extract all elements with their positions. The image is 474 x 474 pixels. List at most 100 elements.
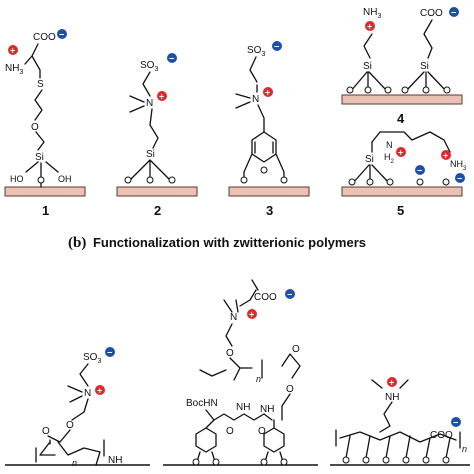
negative-charge-icon (415, 165, 425, 175)
coo-label: COO (430, 430, 453, 441)
compound-label-5: 5 (397, 203, 404, 218)
minus-sign: − (274, 42, 279, 52)
negative-charge-icon (451, 417, 461, 427)
structure-1: COO − + NH3 S O Si HO OH (5, 29, 72, 188)
minus-sign: − (287, 290, 292, 300)
positive-charge-icon (247, 309, 257, 319)
oxygen-label: O (66, 420, 74, 431)
surface-3 (228, 186, 310, 197)
coo-label: COO (420, 8, 443, 19)
n-subscript: n (462, 444, 467, 454)
silicon-label: Si (35, 152, 44, 163)
structure-2: − SO3 N + Si (124, 53, 177, 184)
negative-charge-icon (455, 173, 465, 183)
nitrogen-label: N (84, 388, 91, 399)
surface-4 (341, 94, 463, 105)
nitrogen-label: N (146, 98, 153, 109)
minus-sign: − (457, 174, 462, 184)
positive-charge-icon (387, 377, 397, 387)
boc-nh-label: BocHN (186, 398, 218, 409)
surface-1 (4, 186, 86, 197)
negative-charge-icon (285, 289, 295, 299)
polymer-right: + NH COO − n (335, 377, 467, 464)
nh3-label: NH3 (450, 159, 467, 172)
structure-5: Si N H2 + − + NH3 − (348, 131, 467, 186)
sulfur-label: S (37, 79, 44, 90)
oxygen-label: O (286, 384, 294, 395)
oxygen-label: O (258, 426, 266, 437)
plus-sign: + (398, 148, 403, 158)
plus-sign: + (249, 310, 254, 320)
positive-charge-icon (441, 150, 451, 160)
oxygen-label: O (226, 426, 234, 437)
negative-charge-icon (105, 347, 115, 357)
polymer-left: SO3 − N + O O NH n (35, 347, 122, 468)
silicon-label: Si (365, 154, 374, 165)
section-b-title: (b) Functionalization with zwitterionic … (68, 235, 366, 251)
minus-sign: − (59, 30, 64, 40)
negative-charge-icon (449, 7, 459, 17)
minus-sign: − (451, 8, 456, 18)
oxygen-label: O (42, 426, 50, 437)
plus-sign: + (10, 46, 15, 56)
positive-charge-icon (365, 21, 375, 31)
silicon-label: Si (146, 149, 155, 160)
catechol-ring-left (195, 427, 217, 453)
n-subscript: n (256, 374, 261, 384)
positive-charge-icon (157, 91, 167, 101)
plus-sign: + (159, 92, 164, 102)
oxygen-label: O (31, 122, 39, 133)
structure-4: NH3 + Si COO − Si (346, 7, 459, 94)
catechol-ring-right (263, 427, 285, 453)
minus-sign: − (417, 166, 422, 176)
so3-label: SO3 (140, 60, 158, 73)
compound-label-1: 1 (42, 203, 49, 218)
h2-label: H2 (384, 152, 395, 165)
negative-charge-icon (272, 41, 282, 51)
minus-sign: − (107, 348, 112, 358)
positive-charge-icon (263, 87, 273, 97)
nitrogen-label: N (230, 312, 237, 323)
compound-label-3: 3 (266, 203, 273, 218)
nh2-label: N (386, 140, 393, 150)
plus-sign: + (389, 378, 394, 388)
positive-charge-icon (396, 147, 406, 157)
so3-label: SO3 (247, 45, 265, 58)
plus-sign: + (367, 22, 372, 32)
oh-label: OH (58, 174, 72, 184)
oxygen-label: O (292, 344, 300, 355)
plus-sign: + (443, 151, 448, 161)
polymer-middle: COO − N + O n O O NH BocHN O NH O (186, 279, 301, 466)
nitrogen-label: N (252, 94, 259, 105)
minus-sign: − (169, 54, 174, 64)
negative-charge-icon (57, 29, 67, 39)
compound-label-2: 2 (154, 203, 161, 218)
benzene-ring (251, 131, 277, 163)
compound-label-4: 4 (397, 111, 405, 126)
nh-label: NH (236, 402, 250, 413)
plus-sign: + (265, 88, 270, 98)
surface-2 (116, 186, 198, 197)
oxygen-label: O (226, 348, 234, 359)
so3-label: SO3 (83, 352, 101, 365)
n-subscript: n (72, 458, 77, 468)
nh3-label: NH3 (363, 7, 381, 20)
silicon-label: Si (420, 61, 429, 72)
silicon-label: Si (363, 61, 372, 72)
negative-charge-icon (167, 53, 177, 63)
plus-sign: + (97, 386, 102, 396)
nh-label: NH (108, 455, 122, 466)
nh3-label: NH3 (5, 63, 23, 76)
surface-5 (341, 186, 463, 197)
coo-label: COO (33, 32, 56, 43)
structure-3: − SO3 N + (235, 41, 288, 184)
ho-label: HO (10, 174, 24, 184)
positive-charge-icon (95, 385, 105, 395)
positive-charge-icon (8, 45, 18, 55)
nh-label: NH (385, 392, 399, 403)
nh-label: NH (260, 404, 274, 415)
minus-sign: − (453, 418, 458, 428)
coo-label: COO (254, 292, 277, 303)
